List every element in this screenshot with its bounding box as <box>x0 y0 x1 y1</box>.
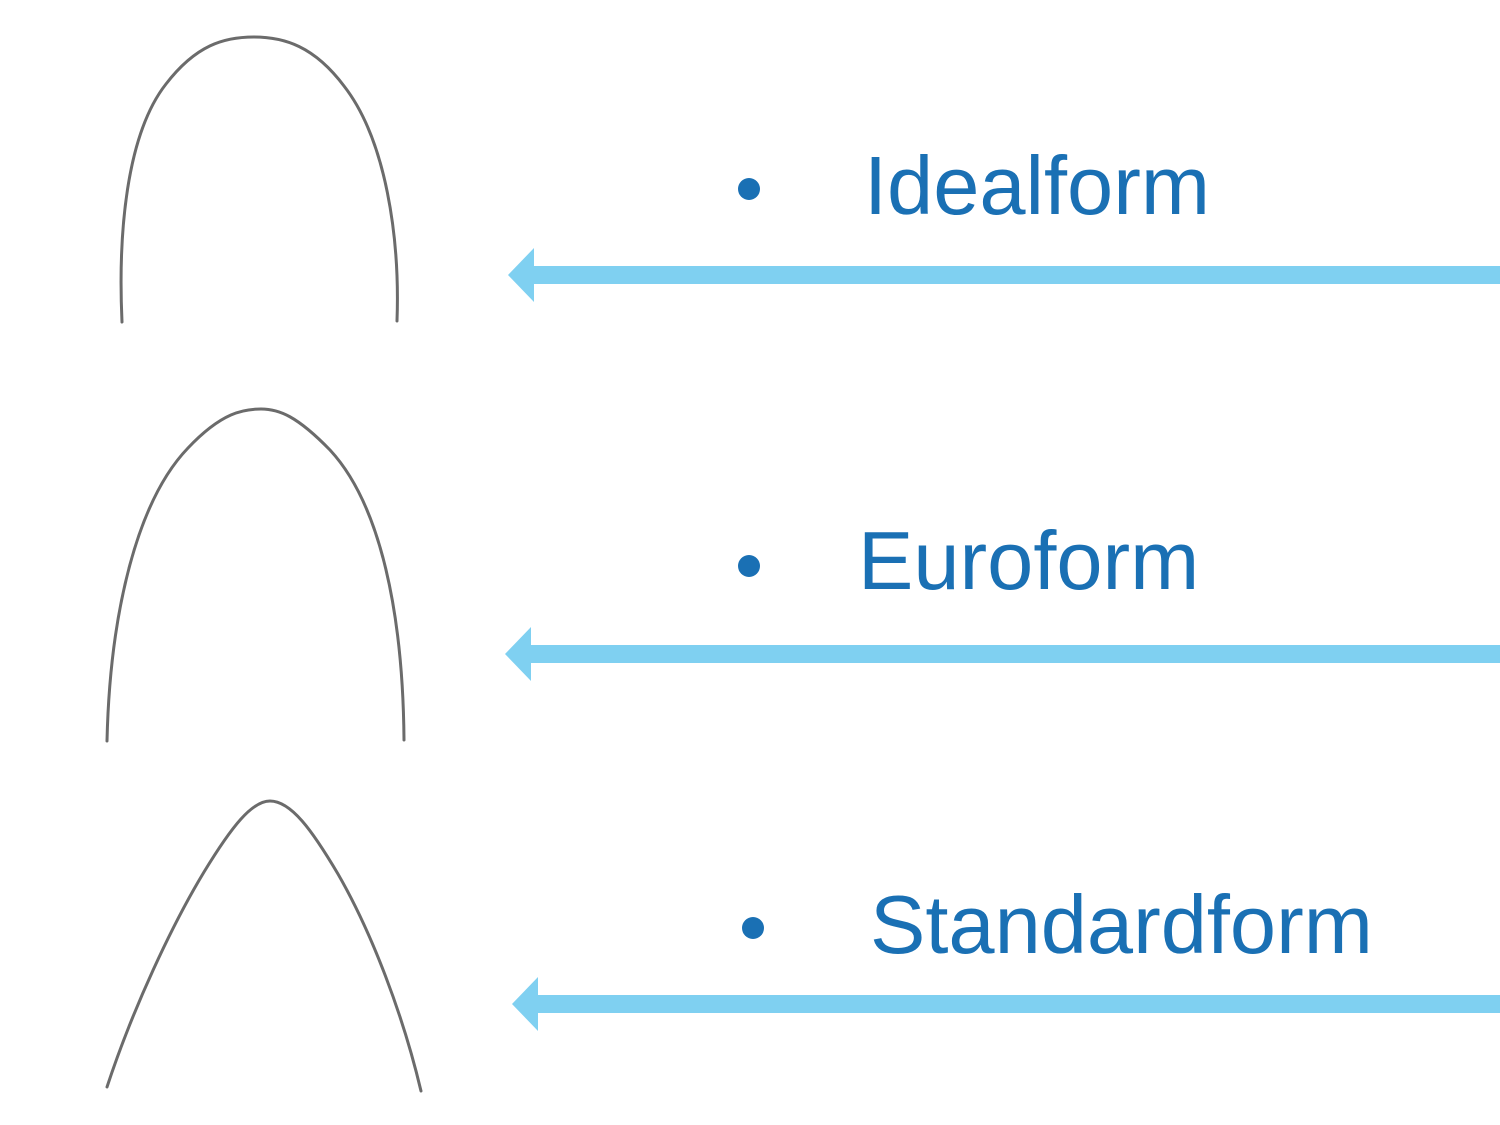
bullet-icon <box>738 555 760 577</box>
archform-label-idealform: Idealform <box>864 139 1210 232</box>
archform-label-standardform: Standardform <box>870 878 1373 971</box>
list-item-idealform: Idealform <box>0 0 1500 227</box>
list-item-euroform: Euroform <box>0 0 1500 602</box>
left-arrow-icon <box>505 627 1500 681</box>
idealform-arch-wire-icon <box>119 35 399 324</box>
left-arrow-icon <box>508 248 1500 302</box>
archform-label-euroform: Euroform <box>858 514 1200 607</box>
standardform-arch-wire-icon <box>105 799 423 1093</box>
bullet-icon <box>742 917 764 939</box>
left-arrow-icon <box>512 977 1500 1031</box>
bullet-icon <box>738 178 760 200</box>
euroform-arch-wire-icon <box>105 407 406 743</box>
list-item-standardform: Standardform <box>0 0 1500 966</box>
